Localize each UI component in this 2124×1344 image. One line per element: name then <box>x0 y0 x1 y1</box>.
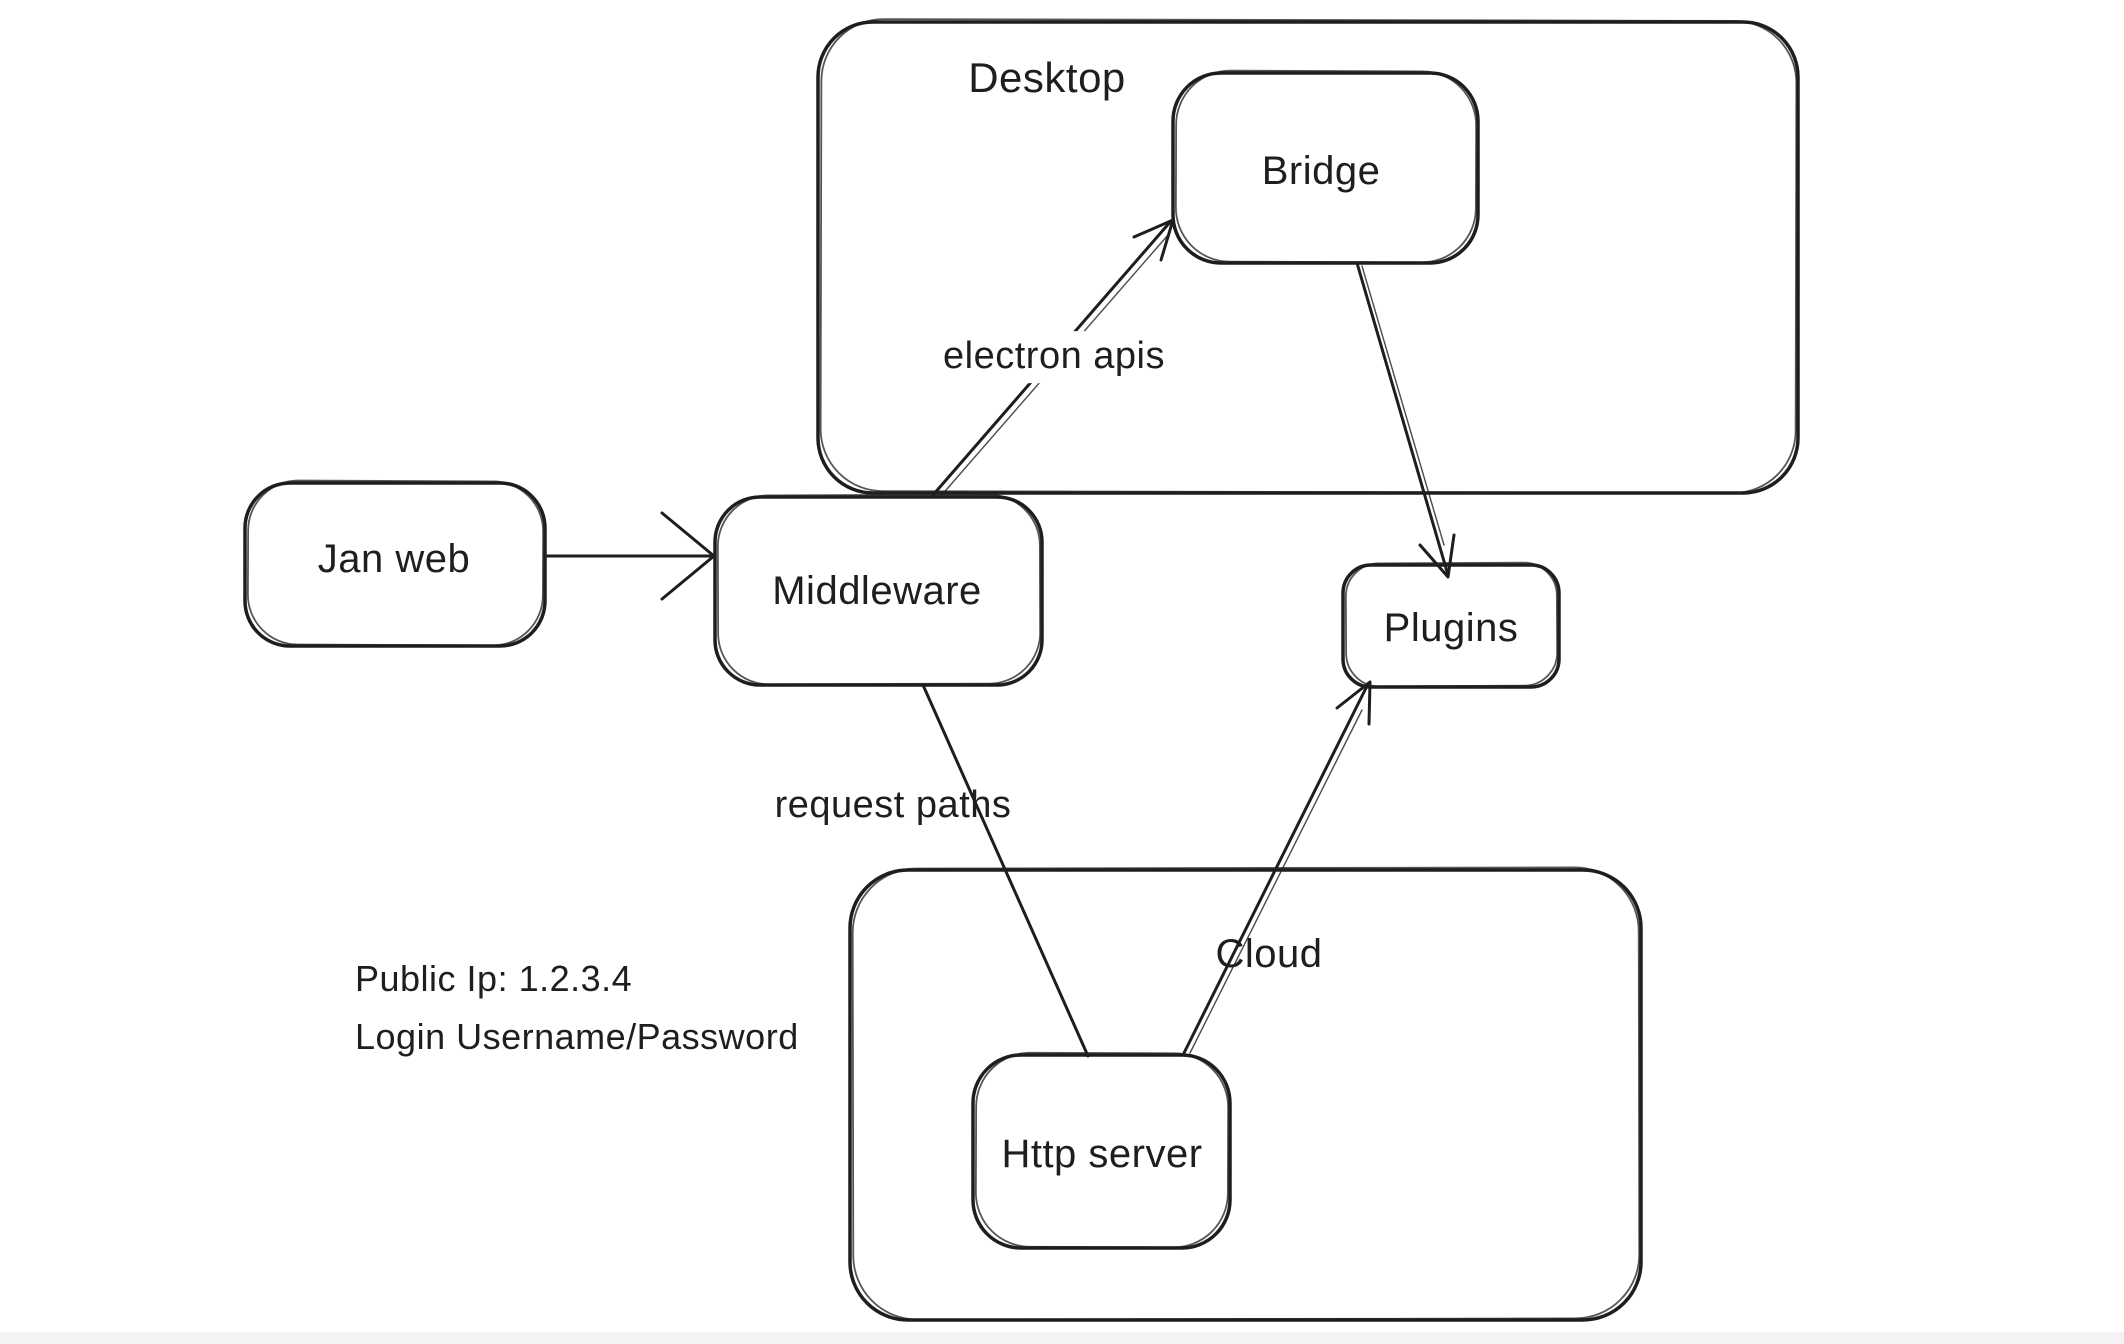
arrow-shaft <box>1181 682 1370 1057</box>
arrowhead <box>1132 218 1175 262</box>
middleware-rect-sketch-stroke <box>716 493 1042 686</box>
bridge-rect <box>1171 71 1480 265</box>
arrow-bridge-to-plugins[interactable] <box>1355 261 1456 579</box>
node-http-server[interactable] <box>971 1051 1232 1250</box>
arrow-janweb-to-middleware[interactable] <box>543 511 716 601</box>
desktop-rect-sketch-stroke <box>819 18 1798 494</box>
label-electron-apis[interactable]: electron apis <box>931 331 1177 383</box>
label-cloud[interactable]: Cloud <box>1215 932 1323 976</box>
node-middleware[interactable] <box>713 493 1044 687</box>
label-desktop[interactable]: Desktop <box>968 53 1126 101</box>
line-middleware-to-httpserver[interactable] <box>921 683 1090 1058</box>
page-bottom-edge <box>0 1332 2124 1344</box>
arrow-shaft <box>1355 261 1450 577</box>
http-server-rect <box>971 1053 1232 1250</box>
annotation-note[interactable]: Public Ip: 1.2.3.4 Login Username/Passwo… <box>355 950 799 1065</box>
arrow-shaft-sketch-stroke <box>1361 265 1445 546</box>
jan-web-rect-sketch-stroke <box>246 479 545 647</box>
label-jan-web[interactable]: Jan web <box>317 537 471 581</box>
arrowhead <box>1335 680 1372 726</box>
http-server-rect-sketch-stroke <box>974 1051 1230 1249</box>
cloud-rect-sketch-stroke <box>851 866 1641 1321</box>
label-middleware[interactable]: Middleware <box>772 569 982 613</box>
line-shaft <box>921 683 1090 1058</box>
arrowhead <box>1418 533 1456 579</box>
annotation-line-public-ip: Public Ip: 1.2.3.4 <box>355 958 633 999</box>
jan-web-rect <box>243 481 547 648</box>
bridge-rect-sketch-stroke <box>1174 69 1478 264</box>
arrowhead <box>660 511 716 601</box>
arrow-httpserver-to-plugins[interactable] <box>1181 680 1372 1057</box>
node-jan-web[interactable] <box>243 479 547 648</box>
arrow-shaft-sketch-stroke <box>1189 709 1363 1054</box>
label-http-server[interactable]: Http server <box>1001 1132 1203 1176</box>
label-request-paths[interactable]: request paths <box>774 784 1012 827</box>
middleware-rect <box>713 495 1044 687</box>
label-plugins[interactable]: Plugins <box>1383 606 1519 650</box>
annotation-line-login: Login Username/Password <box>355 1015 799 1057</box>
node-bridge[interactable] <box>1171 69 1480 265</box>
label-bridge[interactable]: Bridge <box>1261 149 1381 193</box>
